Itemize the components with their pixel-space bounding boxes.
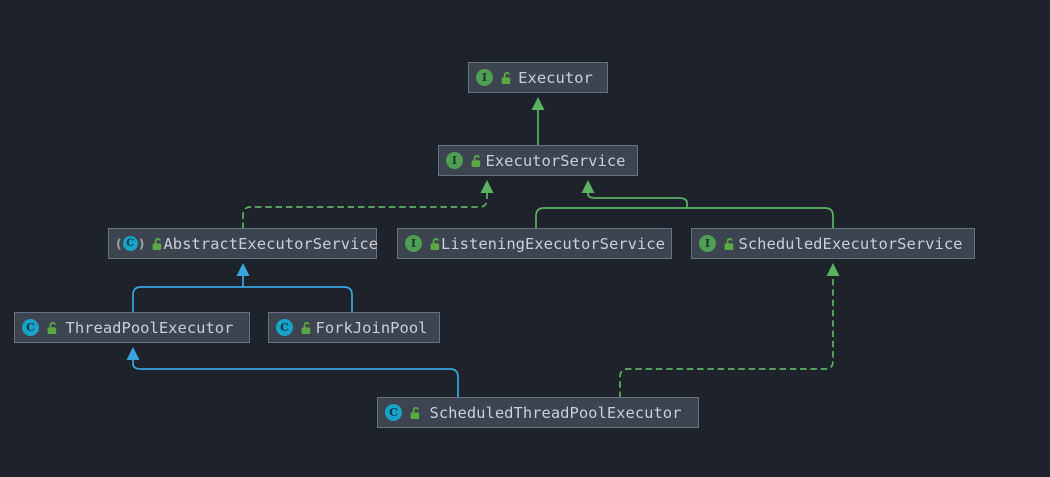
edge-subclasses-extends-abstractexecutorservice[interactable] <box>236 263 250 287</box>
class-icon: C <box>22 319 39 336</box>
interface-icon: I <box>476 69 493 86</box>
node-fork-join-pool[interactable]: C ForkJoinPool <box>268 312 440 343</box>
unlock-icon <box>427 237 441 251</box>
unlock-icon <box>149 237 163 251</box>
edge-line <box>242 191 488 229</box>
edge-abstractexecutorservice-implements-executorservice[interactable] <box>242 180 494 229</box>
edge-line <box>587 191 688 208</box>
unlock-icon <box>298 321 312 335</box>
node-label: AbstractExecutorService <box>163 234 379 253</box>
arrowhead <box>581 180 595 193</box>
arrowhead <box>480 180 494 193</box>
unlock-icon <box>498 71 512 85</box>
node-executor-service[interactable]: I ExecutorService <box>438 145 638 176</box>
abstract-class-icon: C <box>122 236 138 251</box>
interface-icon: I <box>405 235 422 252</box>
edge-executorservice-extends-executor[interactable] <box>531 97 545 146</box>
node-scheduled-thread-pool-executor[interactable]: C ScheduledThreadPoolExecutor <box>377 397 699 428</box>
edge-line <box>535 207 834 229</box>
node-thread-pool-executor[interactable]: C ThreadPoolExecutor <box>14 312 250 343</box>
edge-scheduledthreadpoolexecutor-implements-scheduledexecutorservice[interactable] <box>619 263 840 398</box>
edge-line <box>619 274 834 398</box>
edge-line <box>132 358 459 398</box>
unlock-icon <box>721 237 735 251</box>
arrowhead <box>126 347 140 360</box>
node-label: ThreadPoolExecutor <box>65 318 234 337</box>
node-label: ForkJoinPool <box>315 318 428 337</box>
class-icon: C <box>276 319 293 336</box>
interface-icon: I <box>699 235 716 252</box>
edge-subinterfaces-extends-executorservice[interactable] <box>581 180 688 208</box>
node-label: ListeningExecutorService <box>441 234 665 253</box>
abstract-paren-left: ( <box>116 236 122 251</box>
edge-subclasses-extends-bus[interactable] <box>132 286 353 313</box>
node-label: ScheduledExecutorService <box>738 234 963 253</box>
abstract-paren-right: ) <box>138 236 145 251</box>
arrowhead <box>826 263 840 276</box>
class-icon: C <box>385 404 402 421</box>
node-executor[interactable]: I Executor <box>468 62 608 93</box>
node-scheduled-executor-service[interactable]: I ScheduledExecutorService <box>691 228 975 259</box>
edge-line <box>132 286 353 313</box>
edge-subinterfaces-extends-bus[interactable] <box>535 207 834 229</box>
arrowhead <box>531 97 545 110</box>
edge-scheduledthreadpoolexecutor-extends-threadpoolexecutor[interactable] <box>126 347 459 398</box>
node-label: Executor <box>518 68 593 87</box>
unlock-icon <box>468 154 482 168</box>
node-listening-executor-service[interactable]: I ListeningExecutorService <box>397 228 672 259</box>
unlock-icon <box>407 406 421 420</box>
node-label: ScheduledThreadPoolExecutor <box>429 403 682 422</box>
arrowhead <box>236 263 250 276</box>
node-label: ExecutorService <box>485 151 626 170</box>
interface-icon: I <box>446 152 463 169</box>
node-abstract-executor-service[interactable]: ( C ) AbstractExecutorService <box>108 228 379 259</box>
unlock-icon <box>44 321 58 335</box>
